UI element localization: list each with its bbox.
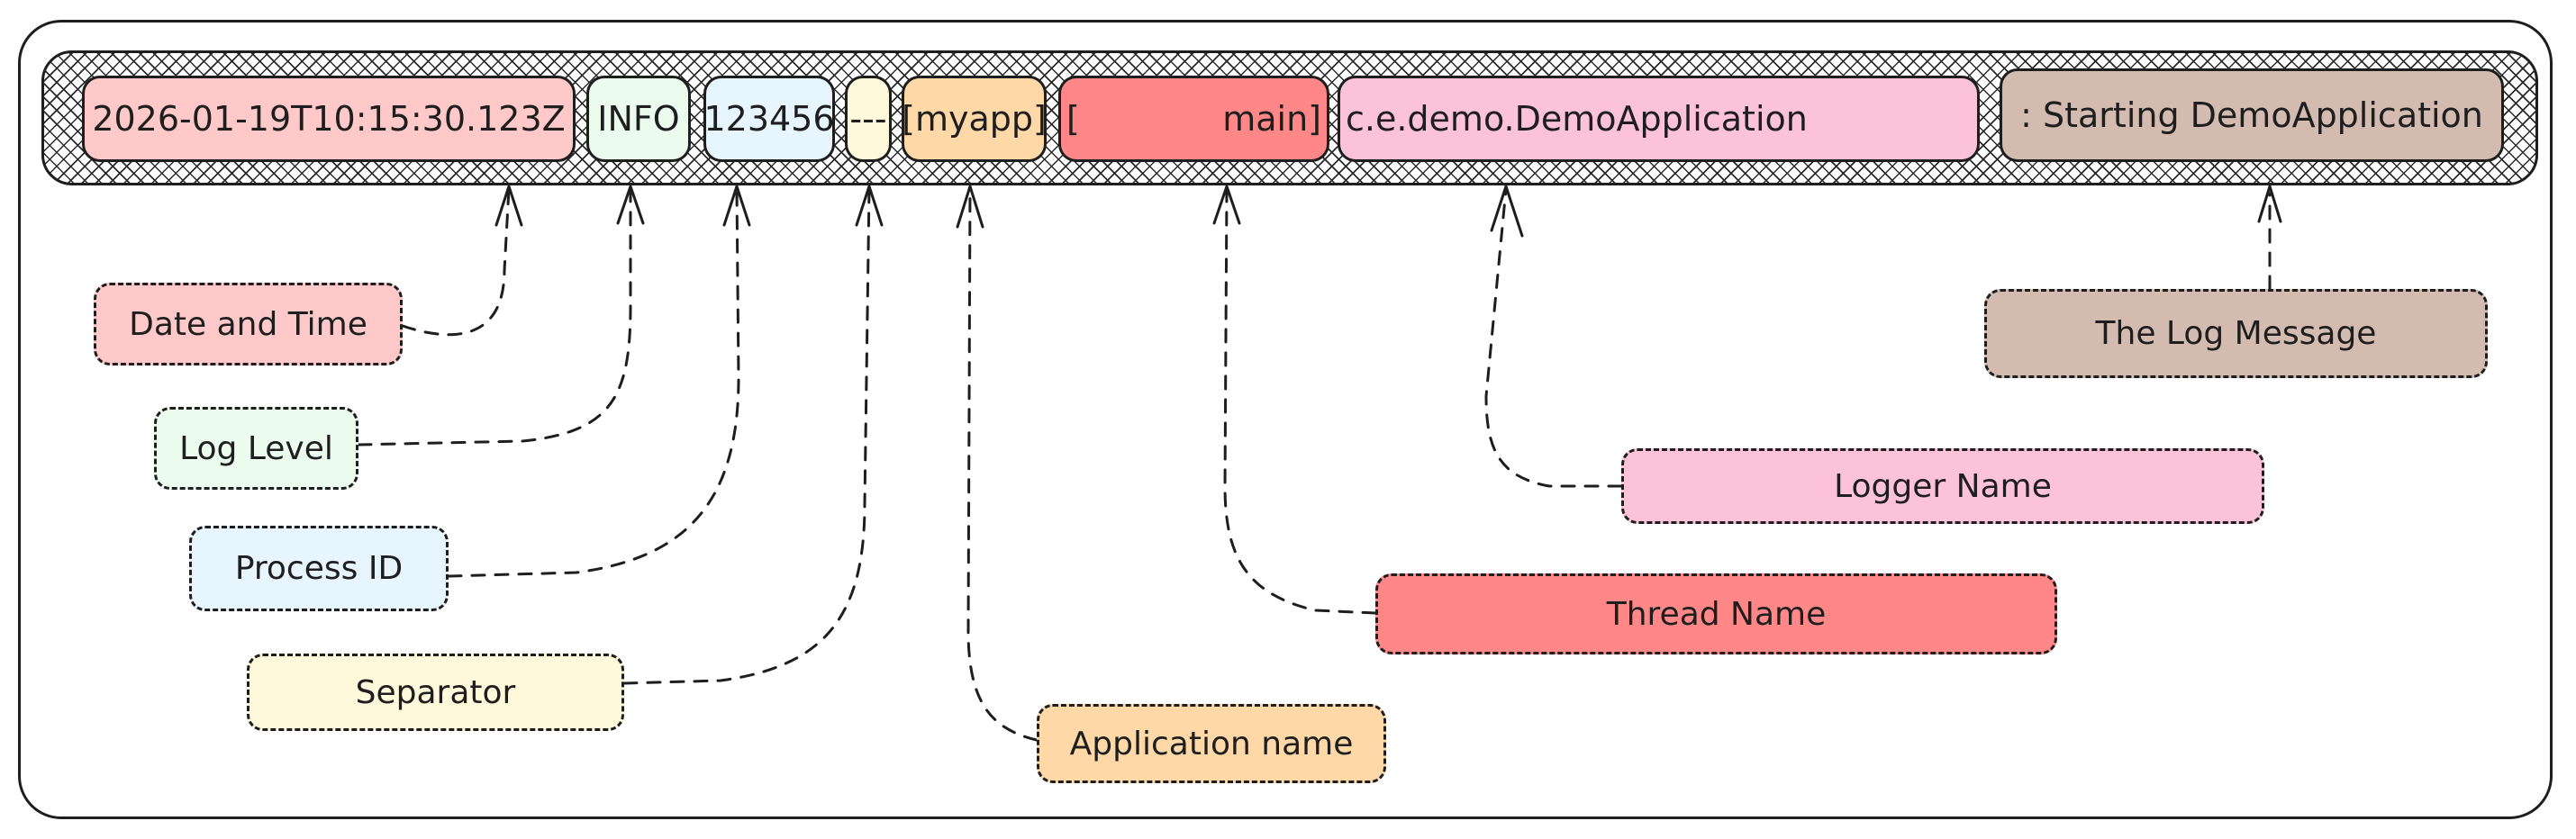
label-separator-text: Separator [355, 673, 516, 711]
segment-separator: --- [845, 76, 892, 162]
label-log-message-text: The Log Message [2095, 315, 2377, 352]
label-log-message: The Log Message [1984, 289, 2488, 378]
segment-separator-text: --- [849, 99, 887, 139]
label-process-id-text: Process ID [234, 550, 404, 587]
label-thread-name: Thread Name [1375, 573, 2057, 654]
label-log-level: Log Level [154, 407, 358, 490]
segment-log-level: INFO [586, 76, 691, 162]
label-logger-name-text: Logger Name [1834, 467, 2052, 505]
segment-message-text: : Starting DemoApplication [2020, 95, 2483, 135]
segment-datetime-text: 2026-01-19T10:15:30.123Z [92, 99, 566, 139]
segment-thread-text: main] [1222, 99, 1321, 139]
label-process-id: Process ID [189, 526, 449, 611]
label-separator: Separator [247, 654, 624, 731]
segment-log-level-text: INFO [597, 99, 680, 139]
segment-thread-open-bracket: [ [1066, 99, 1080, 139]
segment-datetime: 2026-01-19T10:15:30.123Z [82, 76, 576, 162]
label-date-and-time: Date and Time [94, 283, 403, 365]
segment-application: [myapp] [902, 76, 1047, 162]
segment-logger: c.e.demo.DemoApplication [1338, 76, 1980, 162]
outer-frame [18, 20, 2553, 819]
label-application-name: Application name [1037, 704, 1386, 783]
segment-thread: [ main] [1058, 76, 1329, 162]
segment-message: : Starting DemoApplication [2000, 68, 2504, 162]
segment-process-id-text: 123456 [703, 99, 835, 139]
label-logger-name: Logger Name [1621, 448, 2264, 524]
label-thread-name-text: Thread Name [1606, 595, 1827, 633]
label-date-and-time-text: Date and Time [129, 305, 367, 343]
label-application-name-text: Application name [1069, 725, 1354, 762]
segment-application-text: [myapp] [902, 99, 1047, 139]
label-log-level-text: Log Level [179, 429, 333, 467]
segment-logger-text: c.e.demo.DemoApplication [1346, 99, 1808, 139]
segment-process-id: 123456 [703, 76, 835, 162]
